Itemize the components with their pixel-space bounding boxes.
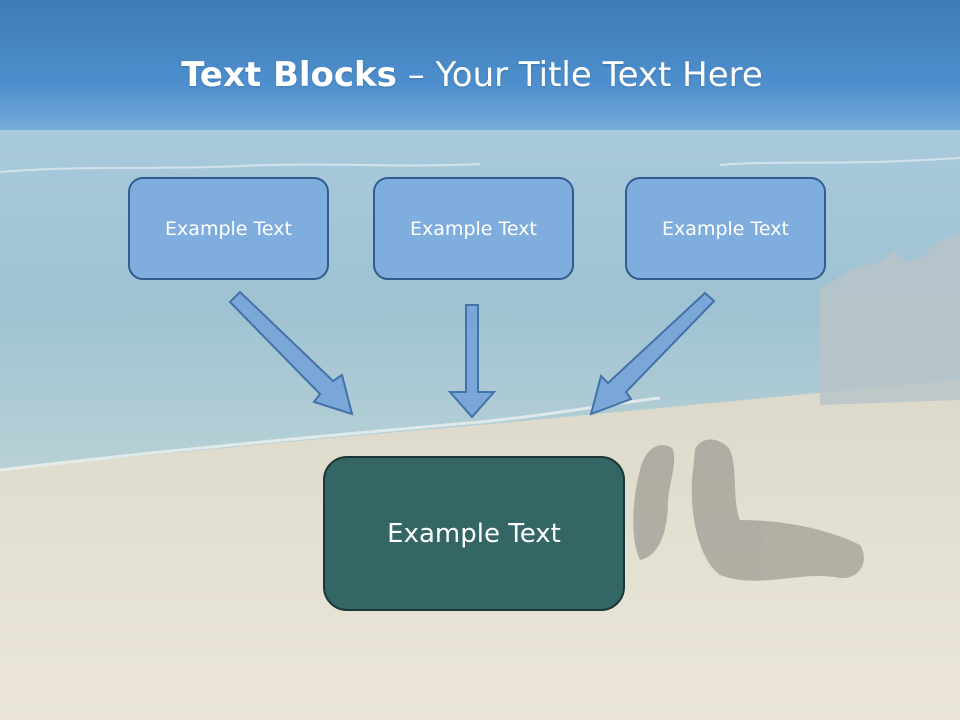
text-block-center-label: Example Text xyxy=(410,217,537,240)
arrow-right-to-center xyxy=(589,291,716,416)
text-block-result[interactable]: Example Text xyxy=(323,456,625,611)
text-block-right[interactable]: Example Text xyxy=(625,177,826,280)
text-block-left[interactable]: Example Text xyxy=(128,177,329,280)
text-block-right-label: Example Text xyxy=(662,217,789,240)
title-rest: Your Title Text Here xyxy=(435,55,763,95)
text-block-result-label: Example Text xyxy=(387,518,561,549)
slide-title: Text Blocks – Your Title Text Here xyxy=(0,52,944,98)
title-bold-part: Text Blocks xyxy=(181,55,397,95)
arrow-left-to-center xyxy=(228,290,354,416)
arrow-center-down xyxy=(447,304,497,419)
text-block-left-label: Example Text xyxy=(165,217,292,240)
text-block-center[interactable]: Example Text xyxy=(373,177,574,280)
title-dash: – xyxy=(396,55,436,95)
